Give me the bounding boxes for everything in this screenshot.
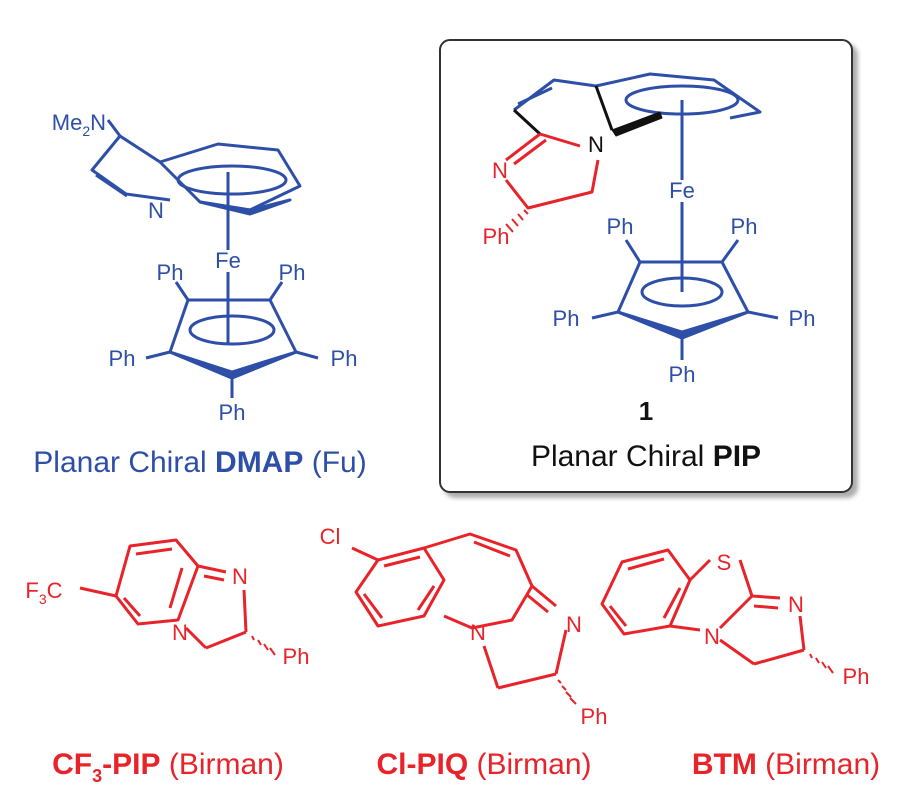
btm-s-label: S: [717, 550, 732, 575]
pip-fe-label: Fe: [669, 178, 695, 203]
btm-structure: [600, 548, 806, 666]
pip-red-ph: Ph: [483, 224, 510, 249]
clpiq-imine-n: N: [566, 612, 582, 637]
pip-imine-n: N: [492, 158, 508, 183]
pip-ph-top-right: Ph: [731, 214, 758, 239]
btm-ring-n: N: [704, 624, 720, 649]
clpiq-structure: [351, 532, 568, 690]
cf3pip-caption: CF3-PIP (Birman): [52, 748, 284, 786]
pip-ph-left: Ph: [553, 306, 580, 331]
dmap-ph-right: Ph: [331, 346, 358, 371]
cf3pip-structure: [79, 538, 248, 650]
pip-ph-top-left: Ph: [607, 214, 634, 239]
btm-imine-n: N: [788, 592, 804, 617]
cf3pip-ph: Ph: [283, 644, 310, 669]
dmap-ph-top-left: Ph: [157, 260, 184, 285]
clpiq-caption: Cl-PIQ (Birman): [376, 748, 591, 781]
pip-caption: Planar Chiral PIP: [531, 440, 761, 473]
dmap-ph-top-right: Ph: [279, 260, 306, 285]
pip-ph-right: Ph: [789, 306, 816, 331]
pip-structure: [504, 72, 779, 360]
cf3pip-ring-n: N: [172, 620, 188, 645]
cf3pip-f3c-label: F3C: [25, 578, 62, 607]
dmap-ph-bottom: Ph: [219, 400, 246, 425]
dmap-caption: Planar Chiral DMAP (Fu): [33, 446, 366, 479]
clpiq-ph: Ph: [581, 704, 608, 729]
btm-ph: Ph: [843, 664, 870, 689]
pip-highlight-box: [439, 39, 853, 493]
pip-ring-n: N: [588, 132, 604, 157]
dmap-fe-label: Fe: [215, 248, 241, 273]
clpiq-ring-n: N: [470, 620, 486, 645]
dmap-me2n-label: Me2N: [52, 110, 106, 139]
dmap-ph-left: Ph: [109, 346, 136, 371]
pip-ph-bottom: Ph: [669, 362, 696, 387]
pip-compound-number: 1: [639, 396, 653, 426]
btm-caption: BTM (Birman): [692, 748, 880, 781]
dmap-structure: [90, 119, 319, 398]
clpiq-cl-label: Cl: [320, 524, 341, 549]
cf3pip-imine-n: N: [232, 564, 248, 589]
dmap-pyridine-n: N: [148, 198, 164, 223]
